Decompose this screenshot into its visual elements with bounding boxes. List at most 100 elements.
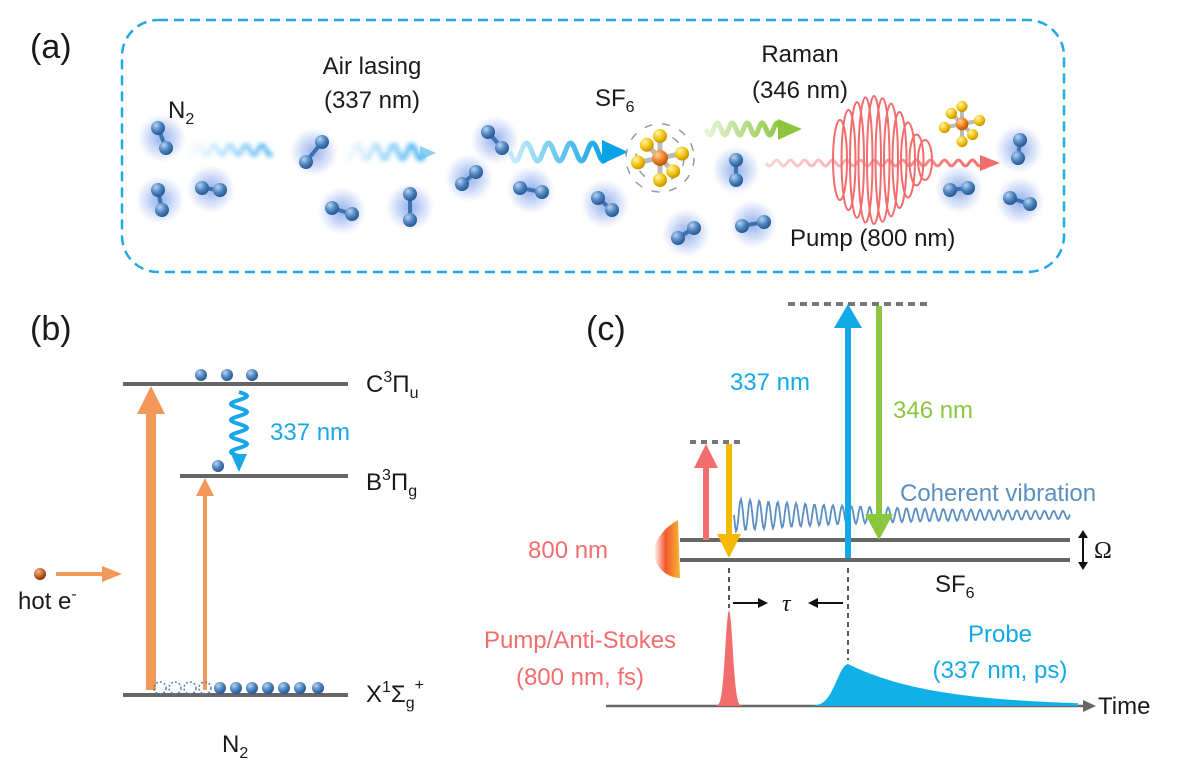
wl-800-label: 800 nm: [528, 537, 608, 564]
depleted-population: [198, 681, 212, 695]
n2-atom: [325, 201, 339, 215]
fluorine-atom: [631, 155, 645, 170]
panel-a-dashed-frame: [120, 18, 1066, 274]
air-lasing-arrowhead-2: [602, 140, 628, 164]
n2-dimer: [471, 116, 519, 164]
population-c-1: [195, 369, 207, 381]
panel-a-label: (a): [30, 28, 72, 66]
pump-pulse-shape: [712, 610, 746, 706]
excitation-arrowhead-c: [137, 386, 165, 414]
raman-label: Raman: [761, 41, 838, 68]
n2-dimer: [318, 187, 366, 235]
air-lasing-wave-3: [507, 140, 609, 164]
n2-atom: [1011, 151, 1025, 165]
air-lasing-wave-2: [341, 142, 427, 162]
ground-population: [294, 682, 306, 694]
level-c-label: C3Πu: [366, 369, 419, 402]
n2-dimer: [729, 200, 777, 248]
raman-346-arrowhead: [865, 514, 893, 540]
pump-coil-loop: [900, 121, 916, 199]
pump-coil-loop: [883, 102, 899, 218]
n2-dimer: [662, 209, 710, 257]
tau-label: τ: [782, 591, 792, 617]
tau-arrowhead-right: [808, 598, 818, 608]
pump-label: Pump (800 nm): [790, 225, 955, 252]
n2-dimer: [995, 125, 1043, 173]
pump-coil-loop: [857, 96, 874, 224]
fluorine-atom: [956, 100, 968, 112]
n2-dimer: [507, 166, 555, 214]
n2-atom: [535, 185, 549, 199]
pump-pulse-flame: [653, 520, 680, 578]
raman-wave: [703, 120, 785, 138]
n2-molecule-label: N2: [222, 731, 248, 762]
sf6-label-a: SF6: [595, 85, 635, 116]
n2-dimer: [290, 128, 338, 176]
probe-337-arrowhead: [834, 304, 862, 328]
pump-coil-loop: [917, 139, 933, 181]
ground-population: [312, 682, 324, 694]
fluorine-atom: [653, 129, 667, 143]
n2-dimer: [935, 165, 983, 213]
time-axis-arrowhead: [1083, 700, 1096, 712]
n2-atom: [961, 181, 975, 195]
n2-atom: [495, 141, 509, 155]
n2-dimer: [581, 180, 629, 228]
anti-stokes-arrowhead: [717, 534, 741, 558]
panel-a: (a) N2 Air lasing (337 nm) SF6 Raman (34…: [30, 18, 1066, 274]
n2-atom: [159, 141, 173, 155]
pump-coil-loop: [849, 101, 865, 219]
population-c-2: [221, 369, 233, 381]
n2-atom: [345, 207, 359, 221]
pump-coil-loop: [866, 95, 882, 225]
pump-coil-loop: [908, 133, 925, 187]
n2-atom: [513, 181, 527, 195]
coherent-vibration-label: Coherent vibration: [900, 480, 1096, 507]
n2-dimer: [187, 165, 235, 213]
tau-arrowhead-left: [758, 598, 768, 608]
hot-electron-arrowhead: [102, 566, 122, 582]
time-axis-label: Time: [1098, 693, 1150, 720]
n2-dimer: [712, 146, 760, 194]
n2-atom: [469, 165, 483, 179]
n2-emission-wave-1: [184, 142, 274, 158]
sf6-label-c: SF6: [935, 571, 975, 602]
omega-label: Ω: [1094, 538, 1112, 564]
sf6-molecule-2: [938, 100, 986, 148]
coherent-vibration-wave: [733, 496, 1071, 534]
pump-coil-loop: [832, 119, 848, 201]
n2-atom: [481, 125, 495, 139]
n2-atom: [591, 191, 605, 205]
n2-dimer: [445, 154, 493, 202]
sulfur-atom: [955, 117, 969, 131]
emission-337-arrowhead: [231, 454, 247, 472]
population-x: [153, 681, 324, 695]
n2-atom: [151, 183, 165, 197]
omega-arrow-up: [1078, 530, 1088, 538]
omega-arrow-down: [1078, 562, 1088, 570]
pump-coil-loop: [874, 97, 891, 223]
ground-population: [278, 682, 290, 694]
n2-dimer: [996, 177, 1044, 225]
fluorine-atom: [938, 121, 951, 134]
air-lasing-arrowhead-1: [420, 146, 436, 160]
raman-arrowhead: [778, 119, 802, 140]
air-lasing-wavelength: (337 nm): [324, 87, 420, 114]
n2-molecules: [136, 114, 1044, 257]
fluorine-atom: [675, 146, 689, 161]
fluorine-atom: [974, 114, 986, 127]
n2-label: N2: [168, 97, 194, 128]
n2-atom: [299, 155, 313, 169]
n2-atom: [729, 173, 743, 187]
n2-dimer: [136, 176, 184, 224]
n2-atom: [1003, 191, 1017, 205]
n2-atom: [151, 121, 165, 135]
wl-337-label: 337 nm: [730, 369, 810, 396]
pump-coil-loop: [840, 108, 857, 212]
fluorine-atom: [653, 173, 667, 187]
n2-atom: [213, 183, 227, 197]
n2-atom: [605, 203, 619, 217]
fluorine-atom: [956, 136, 968, 148]
n2-atom: [403, 187, 417, 201]
hot-electron-label: hot e-: [18, 586, 77, 615]
